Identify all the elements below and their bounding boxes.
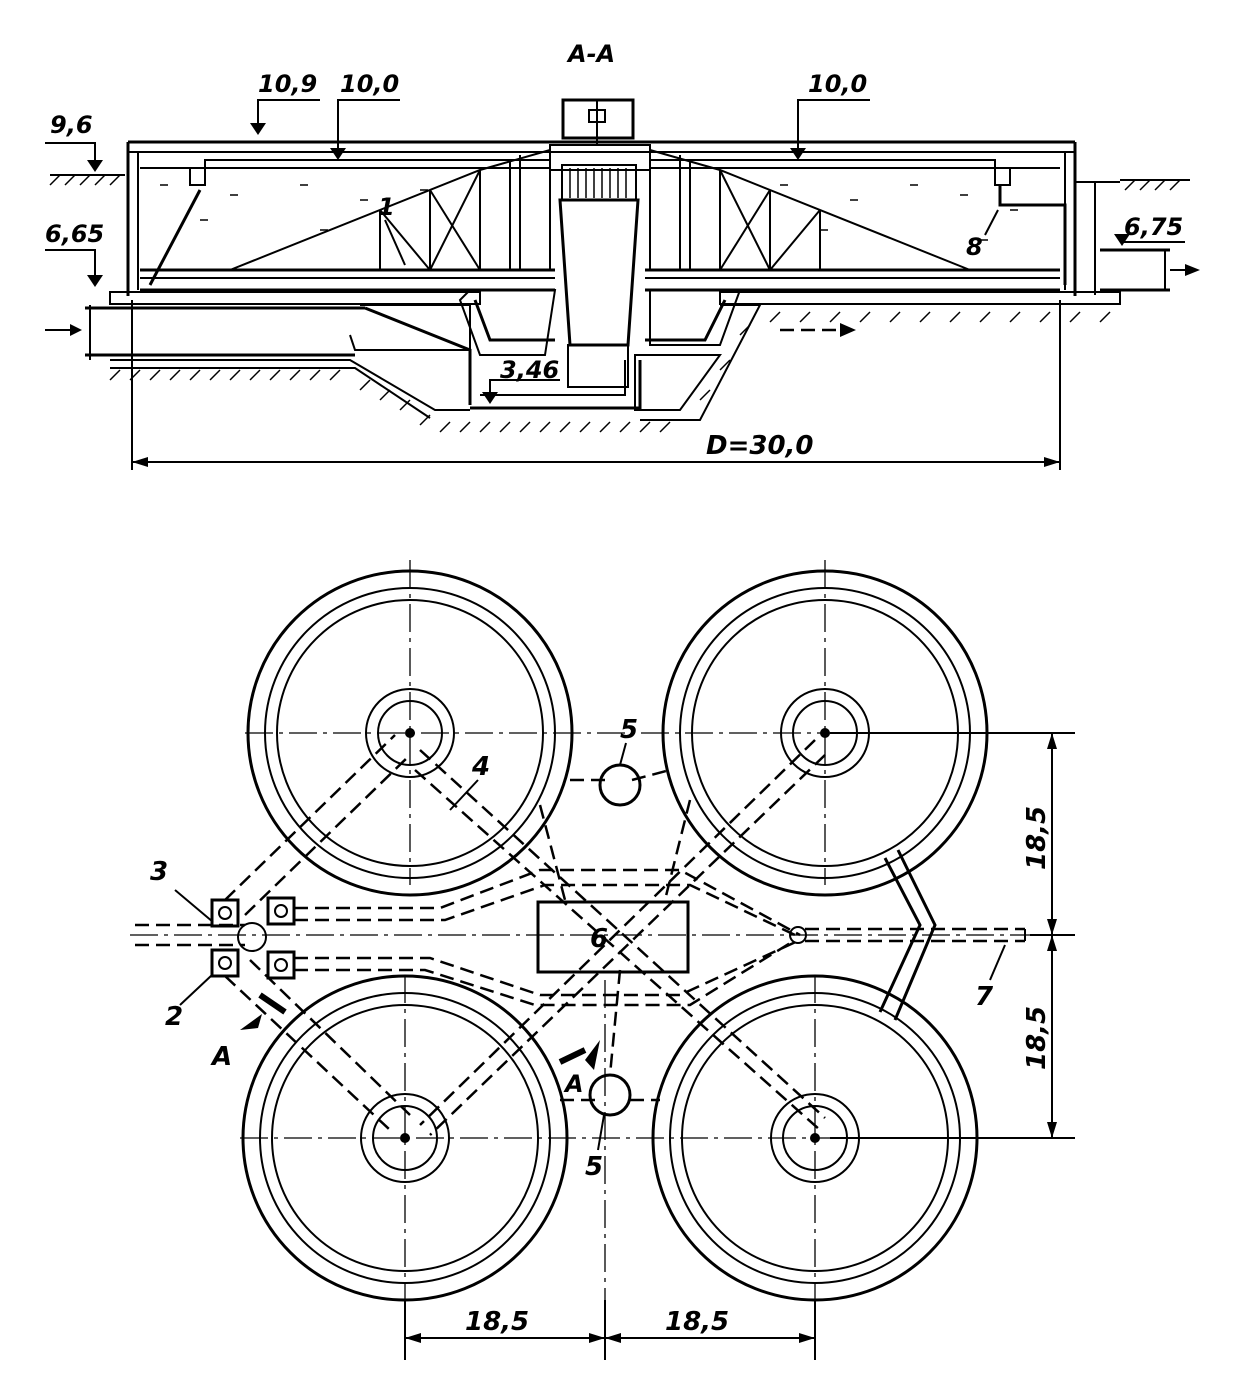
bottom-scraper [140,268,1060,292]
tank-top-left [246,569,574,897]
elevation-10-0-right: 10,0 [808,70,867,98]
cut-label-a-right: A [563,1070,584,1098]
distribution-chambers [135,896,296,980]
cut-markers [240,992,600,1070]
section-title: A-A [566,40,615,68]
central-column [549,144,651,388]
elevation-marks: 10,9 10,0 10,0 9,6 6,65 6,75 3,46 [45,70,1185,404]
elevation-3-46: 3,46 [500,356,559,384]
callout-3: 3 [150,857,168,887]
callout-1: 1 [378,193,395,221]
sludge-pipes [224,734,1026,1136]
tank-bottom-left [241,974,569,1302]
dim-vertical-bottom: 18,5 [1022,1006,1052,1070]
elevation-10-0-left: 10,0 [340,70,399,98]
drive-housing [561,98,635,145]
outlet-pipe [780,181,1200,337]
elevation-9-6: 9,6 [50,111,93,139]
water-surface [140,167,1060,241]
scraper-truss [229,148,971,271]
elevation-10-9: 10,9 [258,70,317,98]
elevation-6-75: 6,75 [1124,213,1183,241]
callout-6: 6 [590,924,608,954]
dim-horizontal-right: 18,5 [665,1307,729,1337]
callout-5-top: 5 [620,715,638,745]
callout-4: 4 [471,752,490,782]
cut-label-a-left: A [210,1042,232,1072]
horizontal-dimensions: 18,5 18,5 [404,1300,816,1360]
overflow-channels [878,849,937,1021]
sludge-hopper [458,289,742,411]
vertical-dimensions: 18,5 18,5 [830,732,1075,1139]
section-view: A-A [45,40,1200,470]
elevation-6-65: 6,65 [45,220,104,248]
diameter-dimension: D=30,0 [131,300,1061,470]
callout-7: 7 [975,982,994,1012]
section-callouts: 1 8 [378,193,999,266]
callout-2: 2 [165,1002,183,1032]
plan-callouts: 3 2 4 5 5 6 7 A A [150,715,1006,1182]
service-building [536,900,690,974]
foundation [109,291,1121,421]
diameter-label: D=30,0 [706,431,814,461]
dim-vertical-top: 18,5 [1022,806,1052,870]
callout-5-bottom: 5 [585,1152,603,1182]
ground-hatching [49,174,1190,433]
callout-8: 8 [966,233,983,261]
plan-view: 3 2 4 5 5 6 7 A A 18,5 18, [130,560,1075,1360]
tank-roof [126,140,1077,296]
dim-horizontal-left: 18,5 [465,1307,529,1337]
inlet-pipe [45,305,472,405]
